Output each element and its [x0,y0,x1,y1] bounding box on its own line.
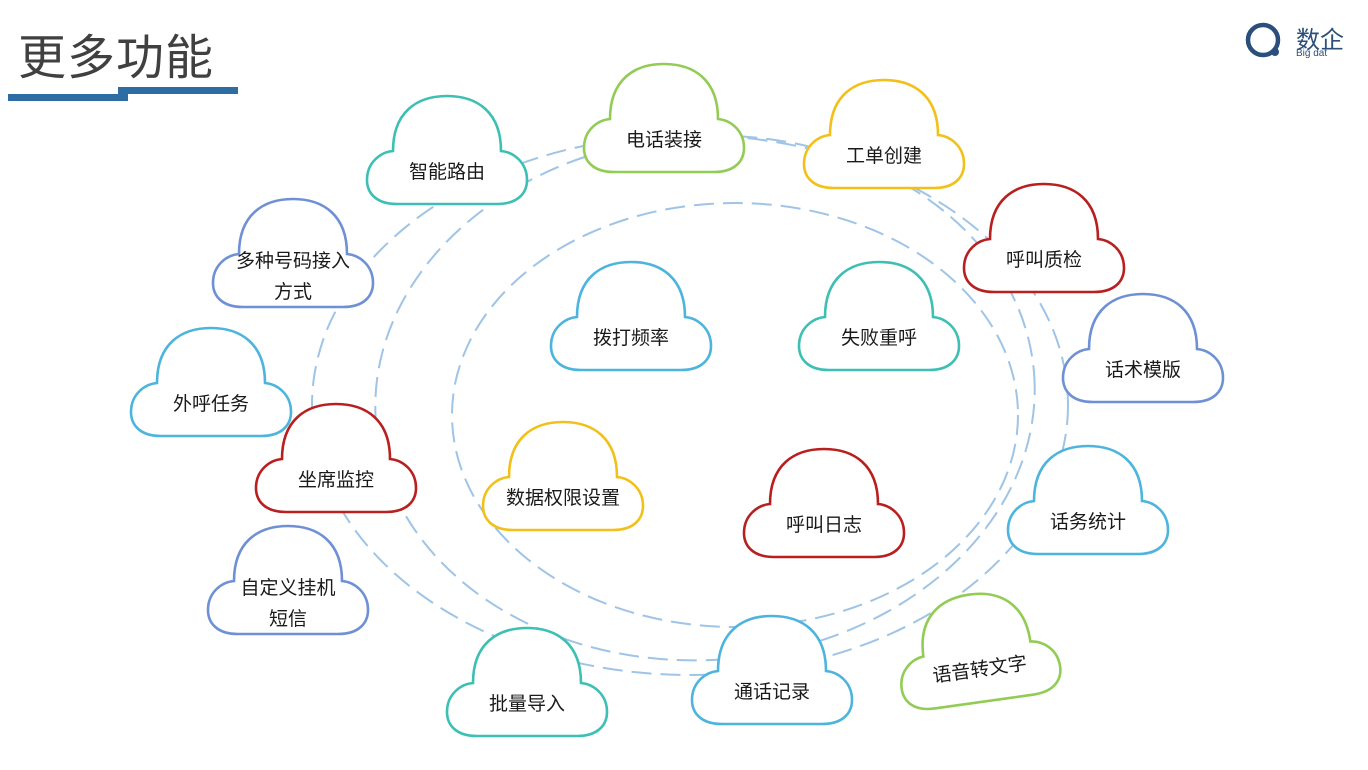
cloud-ticket-create: 工单创建 [802,78,966,190]
cloud-label: 失败重呼 [841,327,917,349]
orbit-ring-inner [451,202,1019,628]
cloud-label: 电话装接 [626,129,702,151]
cloud-call-log: 呼叫日志 [742,447,906,559]
cloud-label: 工单创建 [846,145,922,167]
cloud-label: 拨打频率 [593,327,669,349]
cloud-shape [549,260,713,372]
cloud-batch-import: 批量导入 [445,626,609,738]
cloud-shape [1006,444,1170,556]
cloud-smart-routing: 智能路由 [365,94,529,206]
cloud-shape [802,78,966,190]
cloud-call-records: 通话记录 [690,614,854,726]
cloud-shape [582,62,746,174]
cloud-label: 外呼任务 [173,393,249,415]
cloud-shape [206,524,370,636]
cloud-label: 话术模版 [1105,359,1181,381]
cloud-shape [254,402,418,514]
company-logo: 数企 Big dat [1242,16,1362,66]
cloud-label: 方式 [274,281,312,303]
cloud-shape [900,592,1062,711]
cloud-speech-to-text: 语音转文字 [900,592,1062,711]
logo-mark-icon [1245,22,1281,58]
cloud-shape [1061,292,1225,404]
cloud-label: 自定义挂机 [240,577,335,599]
cloud-seat-monitor: 坐席监控 [254,402,418,514]
cloud-shape [481,420,645,532]
cloud-label: 话务统计 [1050,511,1126,533]
cloud-shape [962,182,1126,294]
logo-subtitle: Big dat [1296,48,1328,59]
cloud-shape [445,626,609,738]
cloud-label: 多种号码接入 [236,250,350,272]
cloud-call-stats: 话务统计 [1006,444,1170,556]
cloud-label: 坐席监控 [298,469,374,491]
cloud-shape [211,197,375,309]
cloud-label: 呼叫日志 [786,514,862,536]
cloud-shape [365,94,529,206]
orbit-ring-outer [311,134,1069,676]
cloud-script-template: 话术模版 [1061,292,1225,404]
logo-name: 数企 [1296,26,1344,54]
cloud-dial-frequency: 拨打频率 [549,260,713,372]
cloud-label: 批量导入 [489,693,565,715]
cloud-fail-redial: 失败重呼 [797,260,961,372]
cloud-label: 呼叫质检 [1006,249,1082,271]
cloud-label: 智能路由 [409,161,485,183]
page-title: 更多功能 [18,30,215,86]
cloud-call-quality: 呼叫质检 [962,182,1126,294]
cloud-shape [129,326,293,438]
cloud-data-permission: 数据权限设置 [481,420,645,532]
cloud-shape [742,447,906,559]
cloud-outbound-task: 外呼任务 [129,326,293,438]
cloud-label: 数据权限设置 [506,487,620,509]
cloud-label: 短信 [269,608,307,630]
cloud-shape [690,614,854,726]
cloud-call-connect: 电话装接 [582,62,746,174]
cloud-label: 通话记录 [734,681,810,703]
cloud-shape [797,260,961,372]
